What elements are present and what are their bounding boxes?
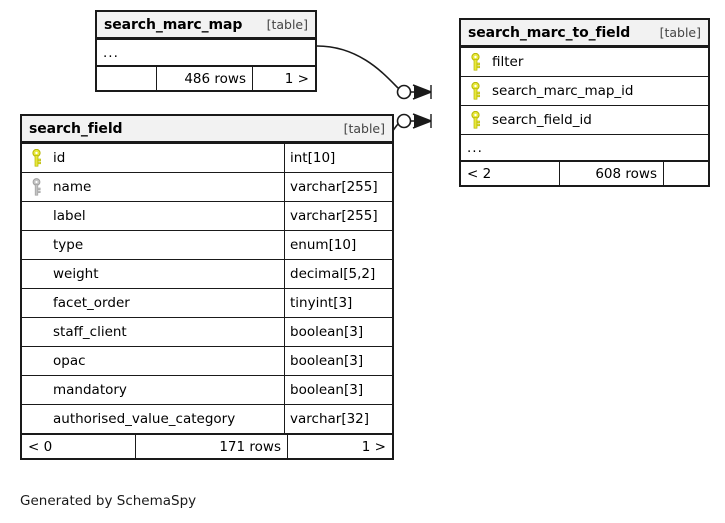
- column-name: type: [53, 237, 84, 253]
- column-type: tinyint[3]: [284, 289, 392, 317]
- table-footer-search-field: < 0 171 rows 1 >: [22, 433, 392, 458]
- index-key-icon: [29, 178, 44, 196]
- table-footer-search-marc-map: 486 rows 1 >: [97, 65, 315, 90]
- table-title: search_marc_map: [104, 16, 243, 33]
- column-name: authorised_value_category: [53, 411, 236, 427]
- column-cell-weight: weight: [22, 260, 284, 288]
- footer-child-count: 1 >: [287, 435, 392, 458]
- table-row[interactable]: weight decimal[5,2]: [22, 259, 392, 288]
- footer-row-count: 171 rows: [135, 435, 287, 458]
- table-row[interactable]: id int[10]: [22, 143, 392, 172]
- column-type: boolean[3]: [284, 347, 392, 375]
- table-row[interactable]: type enum[10]: [22, 230, 392, 259]
- column-type: boolean[3]: [284, 318, 392, 346]
- column-name: name: [53, 179, 92, 195]
- column-type: boolean[3]: [284, 376, 392, 404]
- column-cell-facet-order: facet_order: [22, 289, 284, 317]
- table-title: search_field: [29, 120, 123, 137]
- crowfoot-fill-2: [414, 114, 431, 128]
- table-type-tag: [table]: [659, 25, 701, 40]
- column-cell-authorised-value-category: authorised_value_category: [22, 405, 284, 433]
- table-row[interactable]: facet_order tinyint[3]: [22, 288, 392, 317]
- footer-row-count: 608 rows: [559, 162, 663, 185]
- table-row[interactable]: search_marc_map_id: [461, 76, 708, 105]
- column-cell-id: id: [22, 144, 284, 172]
- column-name: staff_client: [53, 324, 127, 340]
- table-title: search_marc_to_field: [468, 24, 631, 41]
- generated-by-credit: Generated by SchemaSpy: [20, 493, 197, 509]
- primary-key-icon: [468, 81, 483, 100]
- table-header-search-field: search_field [table]: [22, 116, 392, 143]
- column-cell-label: label: [22, 202, 284, 230]
- column-name: search_field_id: [492, 112, 592, 128]
- table-row[interactable]: label varchar[255]: [22, 201, 392, 230]
- column-type: decimal[5,2]: [284, 260, 392, 288]
- crowfoot-fill-1: [414, 85, 431, 99]
- column-name: id: [53, 150, 66, 166]
- relationship-edge-marc-map-to-marc-to-field: [316, 45, 399, 89]
- table-search-field[interactable]: search_field [table] id int[10] name var…: [20, 114, 394, 460]
- column-name: search_marc_map_id: [492, 83, 634, 99]
- column-name: filter: [492, 54, 524, 70]
- column-cell-filter: filter: [461, 48, 708, 76]
- table-row[interactable]: authorised_value_category varchar[32]: [22, 404, 392, 433]
- column-name: weight: [53, 266, 99, 282]
- table-row[interactable]: search_field_id: [461, 105, 708, 134]
- table-header-search-marc-to-field: search_marc_to_field [table]: [461, 20, 708, 47]
- column-type: varchar[255]: [284, 173, 392, 201]
- table-footer-search-marc-to-field: < 2 608 rows: [461, 160, 708, 185]
- column-name: facet_order: [53, 295, 130, 311]
- footer-parent-count: < 2: [467, 165, 492, 182]
- footer-parent-count: [97, 67, 156, 90]
- footer-parent-count: < 0: [28, 438, 53, 455]
- table-row[interactable]: filter: [461, 47, 708, 76]
- table-row[interactable]: name varchar[255]: [22, 172, 392, 201]
- column-cell-opac: opac: [22, 347, 284, 375]
- column-type: int[10]: [284, 144, 392, 172]
- footer-child-count: [663, 162, 708, 185]
- column-cell-search-field-id: search_field_id: [461, 106, 708, 134]
- footer-child-count: 1 >: [252, 67, 315, 90]
- column-cell-name: name: [22, 173, 284, 201]
- hidden-columns-ellipsis: ...: [461, 134, 708, 160]
- table-row[interactable]: mandatory boolean[3]: [22, 375, 392, 404]
- table-row[interactable]: opac boolean[3]: [22, 346, 392, 375]
- primary-key-icon: [468, 110, 483, 129]
- hidden-columns-ellipsis: ...: [97, 39, 315, 65]
- column-cell-mandatory: mandatory: [22, 376, 284, 404]
- table-search-marc-map[interactable]: search_marc_map [table] ... 486 rows 1 >: [95, 10, 317, 92]
- cardinality-zero-marker-1: [396, 84, 412, 100]
- cardinality-zero-marker-2: [396, 113, 412, 129]
- column-type: enum[10]: [284, 231, 392, 259]
- table-header-search-marc-map: search_marc_map [table]: [97, 12, 315, 39]
- primary-key-icon: [29, 148, 44, 167]
- column-type: varchar[32]: [284, 405, 392, 433]
- table-search-marc-to-field[interactable]: search_marc_to_field [table] filter sear…: [459, 18, 710, 187]
- column-name: mandatory: [53, 382, 127, 398]
- column-cell-staff-client: staff_client: [22, 318, 284, 346]
- footer-row-count: 486 rows: [156, 67, 252, 90]
- primary-key-icon: [468, 52, 483, 71]
- column-cell-search-marc-map-id: search_marc_map_id: [461, 77, 708, 105]
- column-type: varchar[255]: [284, 202, 392, 230]
- column-name: label: [53, 208, 86, 224]
- table-type-tag: [table]: [266, 17, 308, 32]
- table-row[interactable]: staff_client boolean[3]: [22, 317, 392, 346]
- column-name: opac: [53, 353, 86, 369]
- column-cell-type: type: [22, 231, 284, 259]
- table-type-tag: [table]: [343, 121, 385, 136]
